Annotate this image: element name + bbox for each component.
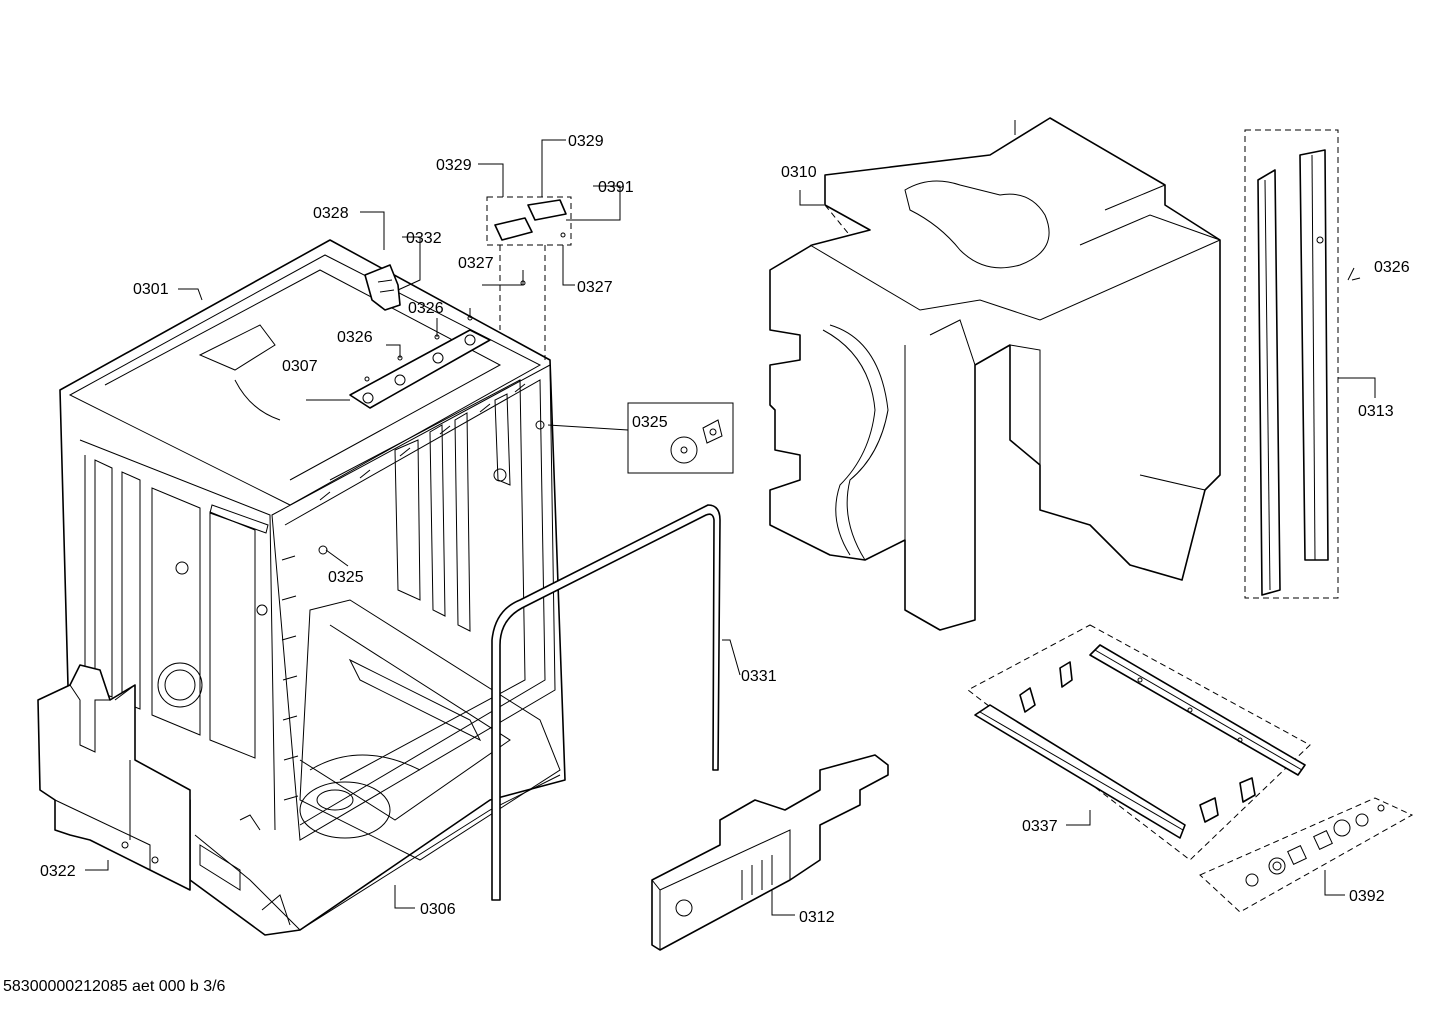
callout-0325-inset: 0325 — [632, 414, 668, 431]
callout-0329-right: 0329 — [568, 133, 604, 150]
callout-0331: 0331 — [741, 668, 777, 685]
callout-0329-left: 0329 — [436, 157, 472, 174]
callout-0326-lower: 0326 — [337, 329, 373, 346]
callout-0337: 0337 — [1022, 818, 1058, 835]
callout-0313: 0313 — [1358, 403, 1394, 420]
callout-labels: 0301 0328 0332 0329 0329 0391 0327 0327 … — [40, 133, 1410, 926]
callout-0326-rail: 0326 — [1374, 259, 1410, 276]
door-seal — [491, 504, 721, 901]
callout-0306: 0306 — [420, 901, 456, 918]
callout-0332: 0332 — [406, 230, 442, 247]
leader-lines — [85, 139, 1376, 916]
callout-0310: 0310 — [781, 164, 817, 181]
insulation-mat — [769, 117, 1221, 631]
drawing-code: 58300000212085 aet 000 b 3/6 — [3, 978, 226, 995]
callout-0312: 0312 — [799, 909, 835, 926]
callout-0392: 0392 — [1349, 888, 1385, 905]
callout-0327-right: 0327 — [577, 279, 613, 296]
adjustable-feet — [1245, 804, 1385, 887]
callout-0328: 0328 — [313, 205, 349, 222]
hinge-and-brackets — [349, 199, 734, 474]
callout-0322: 0322 — [40, 863, 76, 880]
base-front-panel — [651, 754, 889, 951]
callout-0325-tub: 0325 — [328, 569, 364, 586]
side-insulation-block — [37, 664, 191, 891]
callout-0307: 0307 — [282, 358, 318, 375]
side-rails — [1257, 149, 1361, 596]
callout-0301: 0301 — [133, 281, 169, 298]
callout-0326-upper: 0326 — [408, 300, 444, 317]
tub-assembly — [59, 239, 566, 936]
base-rails — [974, 644, 1306, 839]
callout-0327-left: 0327 — [458, 255, 494, 272]
callout-0391: 0391 — [598, 179, 634, 196]
